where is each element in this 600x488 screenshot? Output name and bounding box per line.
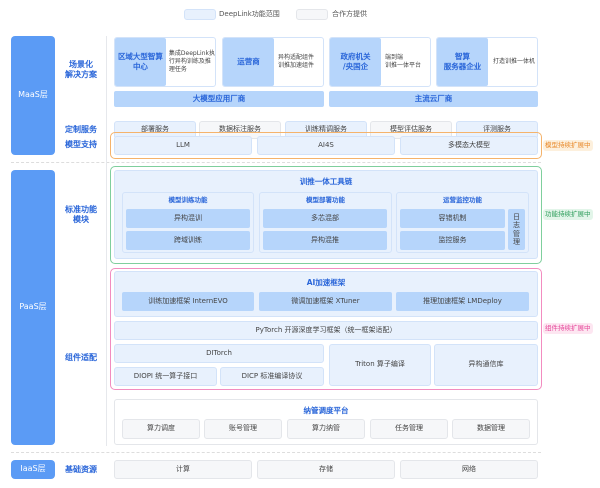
scene-title: 区域大型智算 中心 bbox=[115, 38, 166, 86]
vendor-bar: 主流云厂商 bbox=[329, 91, 538, 107]
scene-card: 区域大型智算 中心 集成DeepLink执 行异构训练及推 理任务 bbox=[114, 37, 216, 87]
scene-desc: 端到端 训推一体平台 bbox=[385, 54, 422, 69]
legend-deeplink-label: DeepLink功能范围 bbox=[219, 9, 280, 18]
maas-layer: MaaS层 bbox=[11, 36, 55, 155]
ai-item: 微调加速框架 XTuner bbox=[259, 292, 392, 311]
platform-item: 算力调度 bbox=[122, 419, 200, 439]
group-item: 异构混推 bbox=[263, 231, 387, 250]
scene-desc: 集成DeepLink执 行异构训练及推 理任务 bbox=[168, 50, 215, 73]
model-item: LLM bbox=[114, 136, 252, 155]
scene-title: 智算 服务器企业 bbox=[437, 38, 488, 86]
scene-card: 运营商 异构适配组件 训推加速组件 bbox=[222, 37, 324, 87]
label-component: 组件适配 bbox=[65, 352, 97, 362]
paas-layer: PaaS层 bbox=[11, 170, 55, 445]
legend-partner-swatch bbox=[296, 9, 328, 20]
label-standard: 标准功能 模块 bbox=[65, 204, 97, 224]
platform-item: 数据管理 bbox=[452, 419, 530, 439]
model-item: AI4S bbox=[257, 136, 395, 155]
label-model: 模型支持 bbox=[65, 139, 97, 149]
log-management: 日 志 管 理 bbox=[508, 209, 525, 250]
comp-expand-tag: 组件持续扩展中 bbox=[543, 323, 593, 334]
group-item: 多芯混部 bbox=[263, 209, 387, 228]
ai-item: 训练加速框架 InternEVO bbox=[122, 292, 254, 311]
platform-title: 纳管调度平台 bbox=[303, 406, 349, 416]
platform-item: 算力纳管 bbox=[287, 419, 365, 439]
group-item: 跨域训练 bbox=[126, 231, 250, 250]
scene-title: 政府机关 /央国企 bbox=[330, 38, 381, 86]
comm-box: 异构通信库 bbox=[434, 344, 538, 386]
group-title: 模型训练功能 bbox=[168, 196, 208, 205]
platform-item: 账号管理 bbox=[204, 419, 282, 439]
platform-item: 任务管理 bbox=[370, 419, 448, 439]
legend-deeplink-swatch bbox=[184, 9, 216, 20]
func-outline bbox=[110, 166, 542, 264]
group-title: 运营监控功能 bbox=[443, 196, 482, 205]
model-outline bbox=[110, 132, 542, 159]
diopi-box: DIOPI 统一算子接口 bbox=[114, 367, 217, 386]
comp-outline bbox=[110, 268, 542, 390]
iaas-layer: IaaS层 bbox=[11, 460, 55, 479]
scene-title: 运营商 bbox=[223, 38, 274, 86]
scene-desc: 打造训推一体机 bbox=[493, 58, 536, 66]
label-scene: 场景化 解决方案 bbox=[65, 59, 97, 79]
func-expand-tag: 功能持续扩展中 bbox=[543, 209, 593, 220]
scene-card: 智算 服务器企业 打造训推一体机 bbox=[436, 37, 538, 87]
label-base: 基础资源 bbox=[65, 464, 97, 474]
divider bbox=[11, 452, 541, 453]
toolchain-title: 训推一体工具链 bbox=[299, 177, 353, 187]
legend-partner-label: 合作方提供 bbox=[332, 9, 367, 18]
group-item: 监控服务 bbox=[400, 231, 505, 250]
dicp-box: DICP 标准编译协议 bbox=[220, 367, 324, 386]
divider bbox=[11, 162, 541, 163]
resource-item: 计算 bbox=[114, 460, 252, 479]
group-item: 容错机制 bbox=[400, 209, 505, 228]
scene-desc: 异构适配组件 训推加速组件 bbox=[278, 54, 315, 69]
separator bbox=[106, 36, 107, 446]
resource-item: 网络 bbox=[400, 460, 538, 479]
scene-card: 政府机关 /央国企 端到端 训推一体平台 bbox=[329, 37, 431, 87]
label-custom: 定制服务 bbox=[65, 124, 97, 134]
pytorch-box: PyTorch 开源深度学习框架（统一框架适配） bbox=[114, 321, 538, 340]
model-item: 多模态大模型 bbox=[400, 136, 538, 155]
vendor-bar: 大模型应用厂商 bbox=[114, 91, 324, 107]
ai-title: AI加速框架 bbox=[306, 278, 346, 288]
model-expand-tag: 模型持续扩展中 bbox=[543, 140, 593, 151]
group-title: 模型部署功能 bbox=[306, 196, 345, 205]
group-item: 异构混训 bbox=[126, 209, 250, 228]
ai-item: 推理加速框架 LMDeploy bbox=[396, 292, 529, 311]
resource-item: 存储 bbox=[257, 460, 395, 479]
ditorch-box: DITorch bbox=[114, 344, 324, 363]
triton-box: Triton 算子编译 bbox=[329, 344, 431, 386]
